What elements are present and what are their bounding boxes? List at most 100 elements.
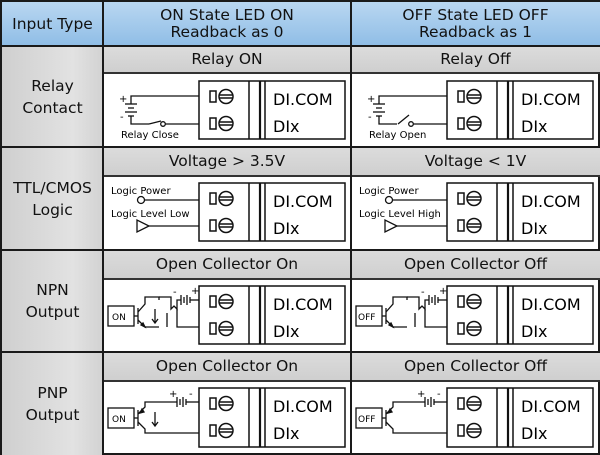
relay-on-title-text: Relay ON: [191, 50, 263, 68]
terminal-block: [446, 387, 594, 448]
npn-circuit: [355, 295, 447, 329]
ttl-off-title-text: Voltage < 1V: [424, 152, 527, 170]
grid-line: [2, 249, 600, 251]
relay-close-caption: Relay Close: [121, 130, 179, 141]
grid-line: [2, 45, 600, 47]
pnp-circuit: [107, 397, 199, 434]
relay-off-title: Relay Off: [351, 46, 600, 72]
di-com-label: DI.COM: [521, 397, 581, 416]
dix-label: DIx: [521, 424, 548, 443]
header-off-state-text: OFF State LED OFF Readback as 1: [402, 6, 549, 41]
pnp-circuit: [355, 397, 447, 434]
grid-line: [2, 351, 600, 353]
row-label-relay: Relay Contact: [2, 46, 103, 147]
ttl-on-title: Voltage > 3.5V: [103, 147, 351, 175]
ttl-on-title-text: Voltage > 3.5V: [168, 152, 286, 170]
pnp-off-title-text: Open Collector Off: [403, 357, 548, 375]
dix-label: DIx: [273, 219, 300, 238]
header-input-type: Input Type: [2, 2, 103, 46]
dix-label: DIx: [521, 322, 548, 341]
row-label-npn: NPN Output: [2, 250, 103, 352]
npn-on-diagram: DI.COM DIx ON - +: [107, 285, 346, 345]
di-com-label: DI.COM: [273, 397, 333, 416]
dix-label: DIx: [273, 424, 300, 443]
header-on-state: ON State LED ON Readback as 0: [103, 2, 351, 46]
header-input-type-text: Input Type: [12, 14, 93, 33]
dix-label: DIx: [521, 117, 548, 136]
terminal-block: [198, 182, 346, 242]
ttl-high-diagram: DI.COM DIx Logic Power Logic Level High: [359, 182, 594, 242]
dix-label: DIx: [521, 219, 548, 238]
plus-sign: +: [439, 286, 447, 297]
minus-sign: -: [368, 112, 372, 123]
row-label-ttl: TTL/CMOS Logic: [2, 147, 103, 250]
relay-close-diagram: DI.COM DIx + - Relay Close: [119, 80, 346, 141]
minus-sign: -: [437, 389, 441, 400]
di-com-label: DI.COM: [273, 295, 333, 314]
minus-sign: -: [120, 112, 124, 123]
terminal-block: [198, 80, 346, 140]
npn-off-title: Open Collector Off: [351, 250, 600, 278]
plus-sign: +: [191, 286, 199, 297]
di-com-label: DI.COM: [273, 192, 333, 211]
logic-power-label: Logic Power: [111, 186, 171, 197]
logic-power-label: Logic Power: [359, 186, 419, 197]
npn-on-title: Open Collector On: [103, 250, 351, 278]
ttl-low-diagram: DI.COM DIx Logic Power Logic Level Low: [111, 182, 346, 242]
battery-icon: [428, 295, 439, 305]
minus-sign: -: [189, 389, 193, 400]
npn-off-title-text: Open Collector Off: [403, 255, 548, 273]
row-label-ttl-text: TTL/CMOS Logic: [13, 178, 92, 219]
battery-icon: [424, 397, 435, 407]
relay-open-diagram: DI.COM DIx + - Relay Open: [367, 80, 594, 141]
switch-on-label: ON: [112, 313, 126, 323]
relay-on-title: Relay ON: [103, 46, 351, 72]
ttl-off-title: Voltage < 1V: [351, 147, 600, 175]
logic-wires: [384, 195, 447, 234]
pnp-on-diagram: DI.COM DIx ON + -: [107, 387, 346, 448]
plus-sign: +: [119, 94, 127, 105]
terminal-block: [198, 387, 346, 448]
npn-off-diagram: DI.COM DIx OFF - +: [355, 285, 594, 345]
grid-line: [350, 2, 352, 455]
npn-on-title-text: Open Collector On: [155, 255, 299, 273]
logic-wires: [136, 195, 199, 234]
minus-sign: -: [173, 287, 177, 298]
switch-off-label: OFF: [358, 313, 375, 323]
dix-label: DIx: [273, 117, 300, 136]
header-off-state: OFF State LED OFF Readback as 1: [351, 2, 600, 46]
pnp-on-title-text: Open Collector On: [155, 357, 299, 375]
relay-off-title-text: Relay Off: [440, 50, 511, 68]
grid-line: [2, 146, 600, 148]
switch-on-label: ON: [112, 415, 126, 425]
plus-sign: +: [169, 389, 177, 400]
row-label-relay-text: Relay Contact: [22, 76, 83, 117]
pnp-on-title: Open Collector On: [103, 352, 351, 380]
di-com-label: DI.COM: [521, 192, 581, 211]
logic-level-label: Logic Level High: [359, 209, 441, 220]
power-terminal-icon: [384, 195, 394, 205]
dix-label: DIx: [273, 322, 300, 341]
terminal-block: [446, 285, 594, 345]
di-com-label: DI.COM: [521, 90, 581, 109]
logic-level-label: Logic Level Low: [111, 209, 190, 220]
plus-sign: +: [417, 389, 425, 400]
relay-open-caption: Relay Open: [369, 130, 426, 141]
row-label-pnp-text: PNP Output: [25, 383, 80, 424]
terminal-block: [446, 80, 594, 140]
logic-buffer-icon: [384, 218, 399, 234]
battery-icon: [125, 95, 199, 127]
header-on-state-text: ON State LED ON Readback as 0: [160, 6, 294, 41]
pnp-off-title: Open Collector Off: [351, 352, 600, 380]
terminal-block: [198, 285, 346, 345]
grid-line: [102, 2, 104, 455]
battery-icon: [373, 95, 447, 127]
row-label-npn-text: NPN Output: [25, 281, 80, 321]
battery-icon: [180, 295, 191, 305]
power-terminal-icon: [136, 195, 146, 205]
logic-buffer-icon: [136, 218, 151, 234]
terminal-block: [446, 182, 594, 242]
minus-sign: -: [421, 287, 425, 298]
battery-icon: [176, 397, 187, 407]
row-label-pnp: PNP Output: [2, 352, 103, 455]
